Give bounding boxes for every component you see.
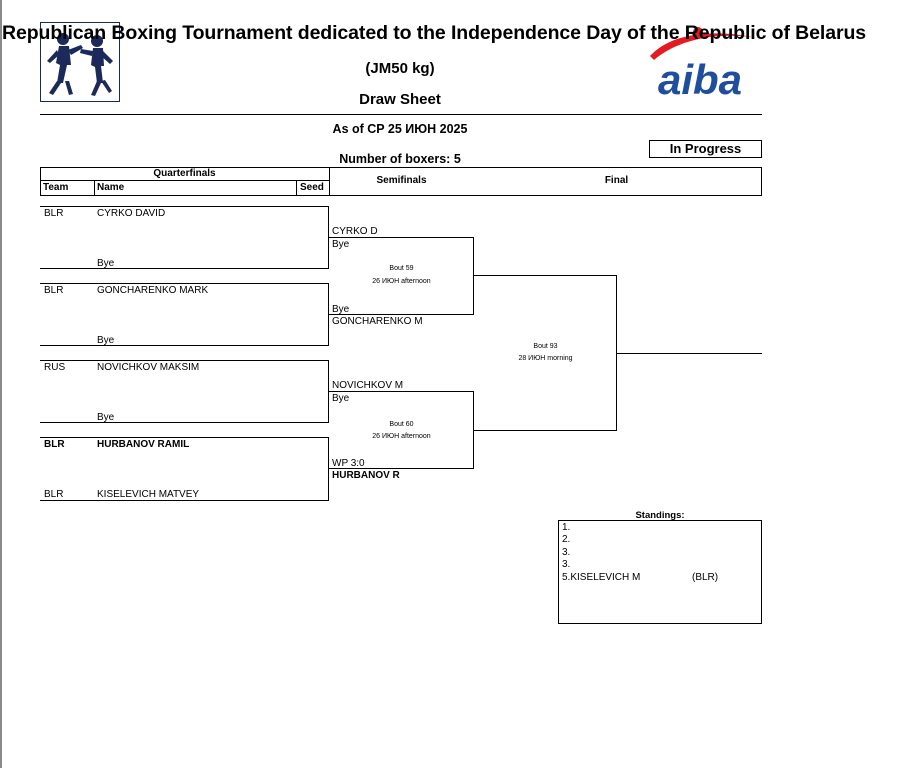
sf-top-name: CYRKO D bbox=[332, 226, 378, 237]
bracket-line bbox=[473, 237, 474, 315]
bracket-line bbox=[329, 391, 474, 392]
qf-name: NOVICHKOV MAKSIM bbox=[97, 362, 200, 373]
svg-text:aiba: aiba bbox=[658, 56, 742, 100]
final-header: Final bbox=[604, 175, 629, 186]
qf-opponent: Bye bbox=[97, 258, 115, 269]
bracket-line bbox=[329, 468, 474, 469]
standings-row: 3. bbox=[562, 547, 571, 558]
status-badge: In Progress bbox=[649, 140, 762, 158]
bracket-line bbox=[616, 275, 617, 431]
tournament-title: Republican Boxing Tournament dedicated t… bbox=[2, 22, 867, 44]
qf-team: RUS bbox=[44, 362, 66, 373]
qf-opponent: Bye bbox=[97, 412, 115, 423]
qf-team: BLR bbox=[44, 285, 64, 296]
header-col-divider bbox=[296, 180, 297, 196]
header-inner-line bbox=[40, 180, 329, 181]
quarterfinals-header: Quarterfinals bbox=[153, 168, 216, 179]
header-col-divider bbox=[329, 167, 330, 196]
sf-top-name: NOVICHKOV M bbox=[332, 380, 404, 391]
standings-row: 3. bbox=[562, 559, 571, 570]
final-bout: Bout 93 bbox=[533, 343, 558, 350]
semifinals-header: Semifinals bbox=[376, 175, 427, 186]
qf-name: KISELEVICH MATVEY bbox=[97, 489, 200, 500]
sf-bout: Bout 60 bbox=[389, 421, 414, 428]
page-edge bbox=[0, 0, 2, 768]
draw-sheet-title: Draw Sheet bbox=[359, 91, 441, 108]
team-header: Team bbox=[43, 182, 69, 193]
qf-name: CYRKO DAVID bbox=[97, 208, 166, 219]
header-divider bbox=[40, 114, 762, 115]
sf-bout: Bout 59 bbox=[389, 265, 414, 272]
sf-bottom-name: HURBANOV R bbox=[332, 470, 400, 481]
bracket-line bbox=[40, 283, 329, 284]
bracket-line bbox=[328, 283, 329, 346]
bracket-line bbox=[40, 360, 329, 361]
bracket-line bbox=[328, 360, 329, 423]
sf-bottom-result: WP 3:0 bbox=[332, 458, 365, 469]
standings-row: 2. bbox=[562, 534, 571, 545]
as-of-date: As of CP 25 ИЮН 2025 bbox=[332, 122, 468, 136]
sf-bottom-name: GONCHARENKO M bbox=[332, 316, 423, 327]
sf-time: 26 ИЮН afternoon bbox=[372, 278, 431, 285]
qf-team: BLR bbox=[44, 489, 64, 500]
bracket-line bbox=[40, 500, 329, 501]
bracket-line bbox=[329, 314, 474, 315]
qf-name: HURBANOV RAMIL bbox=[97, 439, 190, 450]
bracket-line bbox=[40, 268, 329, 269]
qf-team: BLR bbox=[44, 208, 64, 219]
aiba-logo: aiba bbox=[640, 24, 764, 103]
bracket-line bbox=[473, 391, 474, 469]
bracket-line bbox=[40, 206, 329, 207]
sf-bottom-result: Bye bbox=[332, 304, 350, 315]
standings-box bbox=[558, 520, 762, 624]
sf-time: 26 ИЮН afternoon bbox=[372, 433, 431, 440]
standings-title: Standings: bbox=[635, 510, 685, 521]
name-header: Name bbox=[97, 182, 125, 193]
bracket-line bbox=[40, 437, 329, 438]
standings-row: 1. bbox=[562, 522, 571, 533]
seed-header: Seed bbox=[300, 182, 324, 193]
qf-name: GONCHARENKO MARK bbox=[97, 285, 209, 296]
header-col-divider bbox=[94, 180, 95, 196]
bracket-line bbox=[40, 422, 329, 423]
standings-fifth-name: 5.KISELEVICH M bbox=[562, 572, 641, 583]
weight-category: (JM50 kg) bbox=[365, 60, 435, 77]
bracket-line bbox=[474, 275, 617, 276]
column-header-table bbox=[40, 167, 762, 196]
qf-opponent: Bye bbox=[97, 335, 115, 346]
boxers-logo bbox=[40, 22, 120, 102]
bracket-line bbox=[328, 206, 329, 269]
bracket-line bbox=[328, 437, 329, 500]
sf-top-result: Bye bbox=[332, 393, 350, 404]
bracket-line bbox=[329, 237, 474, 238]
bracket-line bbox=[617, 353, 762, 354]
final-time: 28 ИЮН morning bbox=[518, 355, 573, 362]
standings-fifth-team: (BLR) bbox=[692, 572, 719, 583]
bracket-line bbox=[474, 430, 617, 431]
qf-team: BLR bbox=[44, 439, 65, 450]
number-of-boxers: Number of boxers: 5 bbox=[339, 152, 461, 166]
sf-top-result: Bye bbox=[332, 239, 350, 250]
bracket-line bbox=[40, 345, 329, 346]
